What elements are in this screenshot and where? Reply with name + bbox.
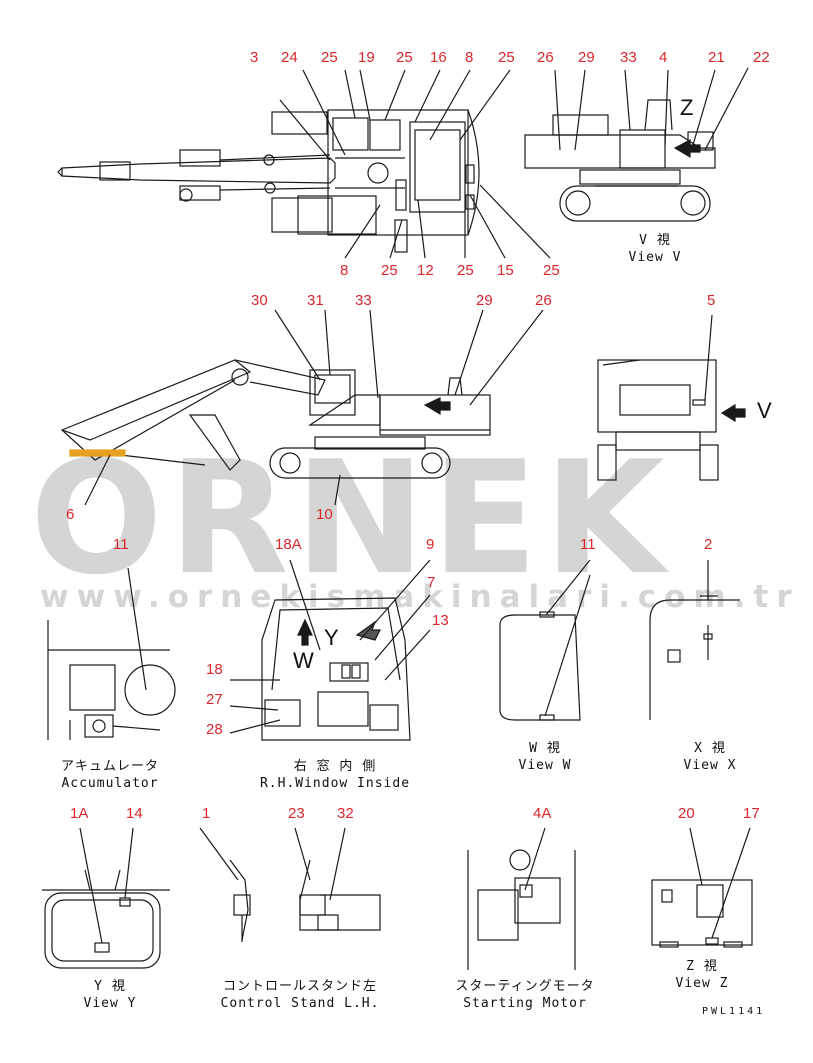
callout-29b: 29 bbox=[476, 292, 493, 309]
caption-view-z-jp: Z 視 bbox=[686, 959, 718, 974]
excavator-side-view bbox=[60, 309, 544, 506]
caption-view-v-en: View V bbox=[628, 250, 682, 265]
callout-25c: 25 bbox=[457, 262, 474, 279]
watermark-url: www.ornekismakinalari.com.tr bbox=[40, 579, 800, 615]
callout-30: 30 bbox=[251, 292, 268, 309]
caption-window: 右 窓 内 側 R.H.Window Inside bbox=[250, 758, 420, 792]
callout-1A: 1A bbox=[70, 805, 89, 822]
callout-9: 9 bbox=[426, 536, 435, 553]
caption-view-x-jp: X 視 bbox=[694, 741, 726, 756]
callout-19: 19 bbox=[358, 49, 375, 66]
callout-31: 31 bbox=[307, 292, 324, 309]
caption-window-jp: 右 窓 内 側 bbox=[293, 759, 377, 774]
callout-14: 14 bbox=[126, 805, 143, 822]
callout-7: 7 bbox=[427, 574, 436, 591]
starting-motor-drawing bbox=[467, 827, 576, 970]
rear-view bbox=[597, 314, 746, 481]
excavator-top-view bbox=[57, 69, 551, 259]
caption-view-w-en: View W bbox=[518, 758, 572, 773]
callout-8: 8 bbox=[465, 49, 474, 66]
callout-15: 15 bbox=[497, 262, 514, 279]
callout-23: 23 bbox=[288, 805, 305, 822]
caption-view-w: W 視 View W bbox=[505, 740, 585, 774]
callout-25d: 25 bbox=[543, 262, 560, 279]
callout-28: 28 bbox=[206, 721, 223, 738]
caption-control-jp: コントロールスタンド左 bbox=[222, 979, 377, 994]
letter-z: Z bbox=[680, 95, 694, 120]
callout-25: 25 bbox=[396, 49, 413, 66]
callout-26b: 26 bbox=[535, 292, 552, 309]
callout-25: 25 bbox=[321, 49, 338, 66]
callout-5: 5 bbox=[707, 292, 716, 309]
callout-16: 16 bbox=[430, 49, 447, 66]
callout-32: 32 bbox=[337, 805, 354, 822]
callout-27: 27 bbox=[206, 691, 223, 708]
caption-control-en: Control Stand L.H. bbox=[220, 996, 380, 1011]
callout-11: 11 bbox=[113, 536, 129, 553]
callout-4: 4 bbox=[659, 49, 668, 66]
view-v-drawing bbox=[524, 67, 749, 222]
callout-21: 21 bbox=[708, 49, 725, 66]
caption-view-y: Y 視 View Y bbox=[70, 978, 150, 1012]
letter-w: W bbox=[293, 648, 314, 673]
caption-view-w-jp: W 視 bbox=[529, 741, 561, 756]
caption-window-en: R.H.Window Inside bbox=[259, 776, 411, 791]
callout-33b: 33 bbox=[355, 292, 372, 309]
caption-view-x-en: View X bbox=[683, 758, 737, 773]
callout-26: 26 bbox=[537, 49, 554, 66]
caption-view-x: X 視 View X bbox=[670, 740, 750, 774]
callout-22: 22 bbox=[753, 49, 770, 66]
caption-view-y-jp: Y 視 bbox=[94, 979, 126, 994]
callout-1: 1 bbox=[202, 805, 211, 822]
callout-8b: 8 bbox=[340, 262, 349, 279]
caption-accumulator-jp: アキュムレータ bbox=[60, 759, 159, 774]
callout-3: 3 bbox=[250, 49, 259, 66]
callout-10: 10 bbox=[316, 506, 333, 523]
view-y-drawing bbox=[42, 827, 170, 969]
callout-13: 13 bbox=[432, 612, 449, 629]
caption-view-v-jp: V 視 bbox=[639, 233, 671, 248]
view-z-drawing bbox=[651, 827, 753, 948]
callout-18: 18 bbox=[206, 661, 223, 678]
callout-17: 17 bbox=[743, 805, 760, 822]
callout-25: 25 bbox=[498, 49, 515, 66]
callout-4A: 4A bbox=[533, 805, 552, 822]
callout-29: 29 bbox=[578, 49, 595, 66]
caption-view-z: Z 視 View Z bbox=[662, 958, 742, 992]
watermark-brand: ORNEK bbox=[30, 427, 671, 609]
callout-2: 2 bbox=[704, 536, 713, 553]
callout-12: 12 bbox=[417, 262, 434, 279]
caption-starting-motor: スターティングモータ Starting Motor bbox=[445, 978, 605, 1012]
callout-33: 33 bbox=[620, 49, 637, 66]
caption-view-v: V 視 View V bbox=[615, 232, 695, 266]
callout-11b: 11 bbox=[580, 536, 596, 553]
caption-starting-jp: スターティングモータ bbox=[455, 979, 595, 994]
caption-view-z-en: View Z bbox=[675, 976, 729, 991]
view-w-drawing bbox=[499, 559, 591, 721]
caption-accumulator: アキュムレータ Accumulator bbox=[40, 758, 180, 792]
window-inside-drawing bbox=[229, 559, 431, 741]
accumulator-drawing bbox=[47, 567, 176, 740]
callout-25b: 25 bbox=[381, 262, 398, 279]
callout-6: 6 bbox=[66, 506, 75, 523]
view-x-drawing bbox=[649, 560, 740, 720]
drawing-code: PWL1141 bbox=[702, 1006, 766, 1017]
caption-view-y-en: View Y bbox=[83, 996, 137, 1011]
letter-y: Y bbox=[324, 625, 339, 650]
callout-24: 24 bbox=[281, 49, 298, 66]
letter-v: V bbox=[757, 398, 772, 423]
callout-20: 20 bbox=[678, 805, 695, 822]
caption-accumulator-en: Accumulator bbox=[61, 776, 159, 791]
callout-18A: 18A bbox=[275, 536, 302, 553]
caption-starting-en: Starting Motor bbox=[463, 996, 587, 1011]
control-stand-drawing bbox=[199, 827, 381, 942]
caption-control-stand: コントロールスタンド左 Control Stand L.H. bbox=[215, 978, 385, 1012]
